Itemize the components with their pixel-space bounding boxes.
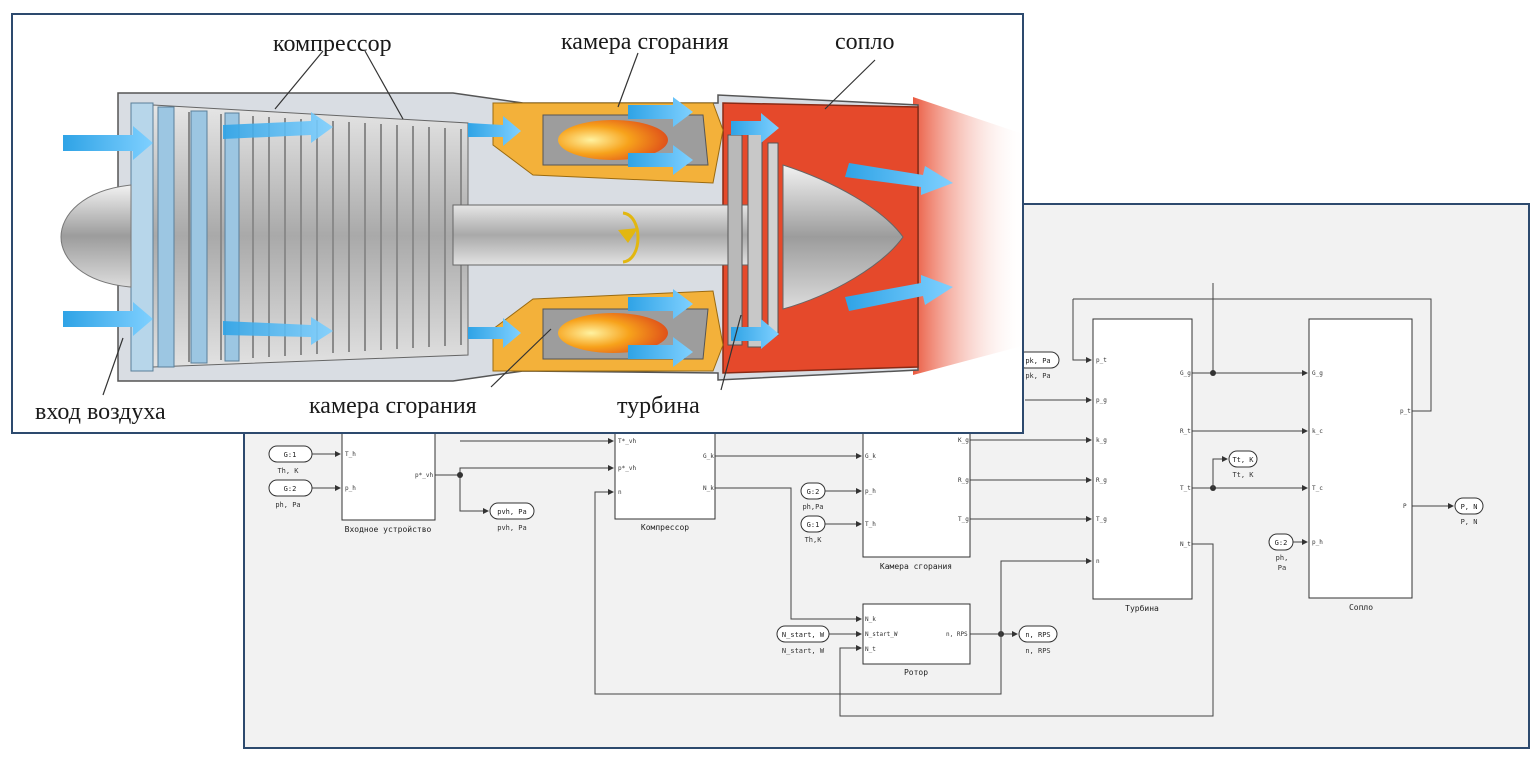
svg-text:G_g: G_g — [1312, 370, 1323, 377]
source-g1-inlet[interactable]: G:1 Th, K — [268, 445, 313, 475]
block-nozzle[interactable]: G_g k_c T_c p_h p_t P Сопло — [1308, 318, 1413, 612]
svg-text:T_c: T_c — [1312, 485, 1323, 492]
svg-text:T_h: T_h — [345, 451, 356, 458]
svg-text:T*_vh: T*_vh — [618, 438, 636, 445]
simulink-diagram: T_h p_h p*_vh Входное устройство T*_vh p… — [268, 283, 1484, 717]
svg-text:G:2: G:2 — [284, 485, 297, 493]
block-rotor-name: Ротор — [904, 668, 928, 677]
svg-text:pk, Pa: pk, Pa — [1025, 372, 1050, 380]
sink-p[interactable]: P, N P, N — [1454, 497, 1484, 526]
svg-text:R_g: R_g — [958, 477, 969, 484]
sink-pvh[interactable]: pvh, Pa pvh, Pa — [489, 502, 535, 532]
block-inlet[interactable]: T_h p_h p*_vh Входное устройство — [341, 426, 436, 534]
block-turbine-name: Турбина — [1125, 603, 1159, 613]
block-rotor[interactable]: N_k N_start_W N_t n, RPS Ротор — [862, 603, 971, 677]
sink-n[interactable]: n, RPS n, RPS — [1018, 625, 1058, 655]
block-compressor[interactable]: T*_vh p*_vh n G_k N_k Компрессор — [614, 426, 716, 532]
svg-text:Tt, K: Tt, K — [1232, 456, 1254, 464]
svg-text:N_start_W: N_start_W — [865, 631, 898, 638]
svg-text:N_t: N_t — [1180, 541, 1191, 548]
source-g2-nozzle[interactable]: G:2 ph, Pa — [1268, 533, 1294, 572]
svg-text:ph,Pa: ph,Pa — [802, 503, 823, 511]
svg-text:p*_vh: p*_vh — [415, 472, 433, 479]
svg-text:n: n — [618, 489, 622, 496]
block-compressor-name: Компрессор — [641, 523, 689, 532]
airflow-arrows — [63, 97, 953, 367]
block-inlet-name: Входное устройство — [345, 525, 432, 534]
svg-text:n: n — [1096, 558, 1100, 565]
svg-text:p*_vh: p*_vh — [618, 465, 636, 472]
svg-text:N_t: N_t — [865, 646, 876, 653]
svg-text:ph,: ph, — [1276, 554, 1289, 562]
svg-text:p_h: p_h — [1312, 539, 1323, 546]
source-g2-inlet[interactable]: G:2 ph, Pa — [268, 479, 313, 509]
svg-text:G:1: G:1 — [284, 451, 297, 459]
svg-text:G_g: G_g — [1180, 370, 1191, 377]
sink-pk[interactable]: pk, Pa pk, Pa — [1016, 351, 1060, 380]
svg-text:T_g: T_g — [1096, 516, 1107, 523]
label-combustor-top: камера сгорания — [561, 29, 729, 55]
svg-text:P: P — [1403, 503, 1407, 510]
source-g2-combustor[interactable]: G:2 ph,Pa — [800, 482, 826, 511]
svg-text:k_g: k_g — [1096, 437, 1107, 444]
svg-text:N_start, W: N_start, W — [782, 647, 825, 655]
svg-text:pvh, Pa: pvh, Pa — [497, 524, 527, 532]
svg-text:T_h: T_h — [865, 521, 876, 528]
svg-text:G_k: G_k — [865, 453, 876, 460]
svg-text:k_c: k_c — [1312, 428, 1323, 435]
block-combustor[interactable]: G_k p_h T_h K_g R_g T_g Камера сгорания — [862, 426, 971, 571]
svg-text:G:2: G:2 — [1275, 539, 1288, 547]
svg-text:Th, K: Th, K — [277, 467, 299, 475]
svg-text:Pa: Pa — [1278, 564, 1286, 572]
svg-text:p_t: p_t — [1400, 408, 1411, 415]
svg-text:Th,K: Th,K — [805, 536, 823, 544]
svg-text:n, RPS: n, RPS — [1025, 631, 1050, 639]
svg-text:p_h: p_h — [865, 488, 876, 495]
block-turbine[interactable]: p_t p_g k_g R_g T_g n G_g R_t T_t N_t Ту… — [1092, 318, 1193, 613]
label-turbine: турбина — [617, 393, 700, 419]
label-air-inlet: вход воздуха — [35, 399, 166, 425]
svg-text:G:2: G:2 — [807, 488, 820, 496]
svg-text:G_k: G_k — [703, 453, 714, 460]
svg-text:ph, Pa: ph, Pa — [275, 501, 300, 509]
svg-text:p_g: p_g — [1096, 397, 1107, 404]
engine-cutaway-illustration: компрессор камера сгорания сопло вход во… — [35, 29, 1022, 425]
svg-text:P, N: P, N — [1461, 503, 1478, 511]
svg-text:T_t: T_t — [1180, 485, 1191, 492]
svg-text:G:1: G:1 — [807, 521, 820, 529]
svg-text:K_g: K_g — [958, 437, 969, 444]
sink-tt[interactable]: Tt, K Tt, K — [1228, 450, 1258, 479]
source-g1-combustor[interactable]: G:1 Th,K — [800, 515, 826, 544]
engine-cutaway-panel: компрессор камера сгорания сопло вход во… — [11, 13, 1024, 434]
svg-text:P, N: P, N — [1461, 518, 1478, 526]
svg-text:p_t: p_t — [1096, 357, 1107, 364]
svg-text:R_g: R_g — [1096, 477, 1107, 484]
svg-text:n, RPS: n, RPS — [946, 631, 968, 638]
label-nozzle: сопло — [835, 29, 894, 55]
block-nozzle-name: Сопло — [1349, 603, 1373, 612]
svg-text:N_k: N_k — [703, 485, 714, 492]
label-combustor-bottom: камера сгорания — [309, 393, 477, 419]
signal-wires — [312, 283, 1454, 717]
svg-text:N_start, W: N_start, W — [782, 631, 825, 639]
leader-lines — [102, 50, 876, 396]
svg-text:Tt, K: Tt, K — [1232, 471, 1254, 479]
svg-text:pvh, Pa: pvh, Pa — [497, 508, 527, 516]
label-compressor: компрессор — [273, 31, 392, 57]
source-nstart[interactable]: N_start, W N_start, W — [776, 625, 830, 655]
svg-text:pk, Pa: pk, Pa — [1025, 357, 1050, 365]
svg-text:R_t: R_t — [1180, 428, 1191, 435]
svg-text:T_g: T_g — [958, 516, 969, 523]
block-combustor-name: Камера сгорания — [880, 562, 952, 571]
svg-text:n, RPS: n, RPS — [1025, 647, 1050, 655]
svg-text:p_h: p_h — [345, 485, 356, 492]
svg-text:N_k: N_k — [865, 616, 876, 623]
